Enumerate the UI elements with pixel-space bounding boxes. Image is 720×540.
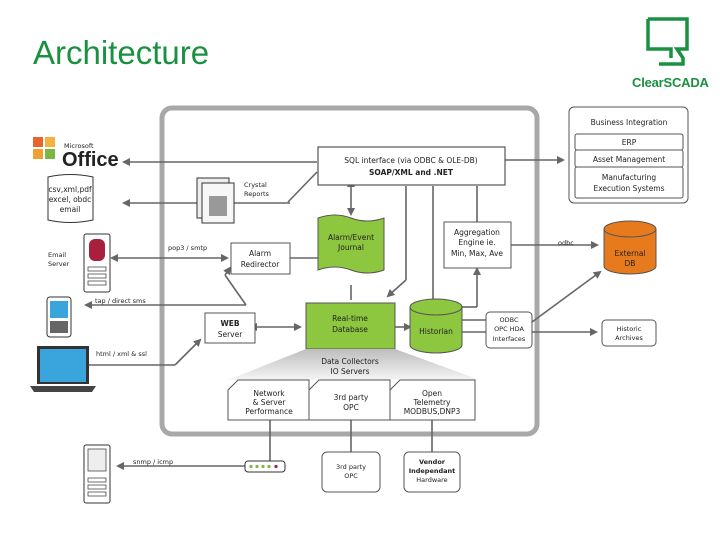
svg-text:ERP: ERP	[622, 138, 637, 147]
svg-text:Real-time: Real-time	[332, 314, 368, 323]
crystal-reports-icon: Crystal Reports	[196, 177, 270, 224]
web-server-box: WEB Server	[204, 312, 256, 344]
svg-text:Telemetry: Telemetry	[412, 398, 451, 407]
svg-text:3rd party: 3rd party	[334, 393, 369, 402]
svg-text:Email: Email	[48, 251, 66, 259]
svg-text:Database: Database	[332, 325, 368, 334]
svg-text:Alarm: Alarm	[249, 249, 271, 258]
clearscada-logo-icon	[646, 17, 689, 66]
sql-interface-box: SQL interface (via ODBC & OLE-DB) SOAP/X…	[317, 146, 506, 186]
collector-3rd-party-opc: 3rd party OPC	[308, 379, 391, 421]
svg-text:SOAP/XML and .NET: SOAP/XML and .NET	[369, 168, 454, 177]
network-switch-icon	[244, 460, 286, 473]
svg-text:IO Servers: IO Servers	[330, 367, 369, 376]
aggregation-engine-box: Aggregation Engine ie. Min, Max, Ave	[443, 221, 512, 269]
svg-text:Open: Open	[422, 389, 442, 398]
collector-open-telemetry: Open Telemetry MODBUS,DNP3	[389, 379, 476, 421]
alarm-event-journal: Alarm/Event Journal	[317, 214, 385, 274]
office-brand-large: Office	[62, 149, 119, 171]
business-integration-panel: Business Integration ERP Asset Managemen…	[568, 106, 689, 204]
export-document: csv,xml,pdf excel, obdc email	[47, 174, 94, 223]
historian-cylinder: Historian	[409, 298, 463, 354]
svg-text:Redirector: Redirector	[241, 260, 281, 269]
svg-text:Server: Server	[48, 260, 70, 268]
svg-text:Asset Management: Asset Management	[593, 155, 665, 164]
field-vendor-hardware: Vendor Independant Hardware	[403, 451, 461, 493]
svg-text:excel, obdc: excel, obdc	[49, 195, 92, 204]
svg-text:Manufacturing: Manufacturing	[602, 173, 657, 182]
slide-title: Architecture	[33, 34, 210, 71]
workstation-icon	[83, 444, 111, 504]
svg-text:Vendor: Vendor	[419, 458, 446, 466]
svg-text:Historian: Historian	[419, 327, 453, 336]
svg-text:OPC: OPC	[343, 403, 359, 412]
smartphone-icon	[46, 296, 72, 338]
svg-text:Server: Server	[218, 330, 244, 339]
svg-text:ODBC: ODBC	[499, 316, 518, 324]
svg-text:& Server: & Server	[253, 398, 287, 407]
data-collectors-fan	[228, 349, 480, 380]
protocol-pop3: pop3 / smtp	[168, 244, 207, 252]
logo-text: ClearSCADA	[632, 75, 709, 90]
svg-text:email: email	[60, 205, 81, 214]
svg-text:Interfaces: Interfaces	[493, 335, 526, 343]
svg-text:Execution Systems: Execution Systems	[593, 184, 664, 193]
realtime-database-box: Real-time Database	[305, 302, 396, 350]
email-server-icon: Email Server	[48, 233, 111, 293]
svg-text:Independant: Independant	[409, 467, 456, 475]
odbc-opc-hda-interfaces-box: ODBC OPC HDA Interfaces	[485, 311, 533, 349]
svg-text:Archives: Archives	[615, 334, 643, 342]
alarm-redirector-box: Alarm Redirector	[230, 242, 291, 275]
svg-text:WEB: WEB	[220, 319, 239, 328]
svg-text:Engine ie.: Engine ie.	[458, 238, 495, 247]
protocol-snmp: snmp / icmp	[133, 458, 173, 466]
svg-text:Alarm/Event: Alarm/Event	[328, 233, 374, 242]
svg-text:Historic: Historic	[617, 325, 642, 333]
svg-text:DB: DB	[625, 259, 636, 268]
svg-text:Reports: Reports	[244, 190, 270, 198]
svg-text:3rd party: 3rd party	[336, 463, 366, 471]
svg-text:Crystal: Crystal	[244, 181, 267, 189]
connectors	[68, 156, 602, 470]
historic-archives-box: Historic Archives	[601, 319, 657, 347]
collector-network-performance: Network & Server Performance	[227, 379, 310, 421]
svg-text:OPC: OPC	[344, 472, 358, 480]
svg-text:OPC HDA: OPC HDA	[494, 325, 524, 333]
external-db-cylinder: External DB	[603, 220, 657, 275]
svg-text:Journal: Journal	[337, 243, 364, 252]
protocol-odbc: odbc	[558, 239, 574, 247]
office-brand-small: Microsoft	[64, 142, 94, 150]
microsoft-office-logo: Microsoft Office	[33, 137, 119, 171]
laptop-icon	[30, 346, 96, 392]
svg-text:Network: Network	[253, 389, 285, 398]
svg-text:Aggregation: Aggregation	[454, 228, 500, 237]
svg-text:Min, Max, Ave: Min, Max, Ave	[451, 249, 503, 258]
system-frame	[159, 105, 540, 437]
svg-text:MODBUS,DNP3: MODBUS,DNP3	[404, 407, 461, 416]
svg-text:Performance: Performance	[245, 407, 293, 416]
svg-text:Business Integration: Business Integration	[591, 118, 668, 127]
protocol-sms: tap / direct sms	[95, 297, 146, 305]
svg-text:Hardware: Hardware	[416, 476, 447, 484]
protocol-html: html / xml & ssl	[96, 350, 147, 358]
svg-text:SQL interface (via ODBC & OLE-: SQL interface (via ODBC & OLE-DB)	[344, 156, 477, 165]
svg-text:Data Collectors: Data Collectors	[321, 357, 379, 366]
svg-text:External: External	[614, 249, 645, 258]
field-3rd-party-opc: 3rd party OPC	[321, 451, 381, 493]
svg-text:csv,xml,pdf: csv,xml,pdf	[48, 185, 92, 194]
